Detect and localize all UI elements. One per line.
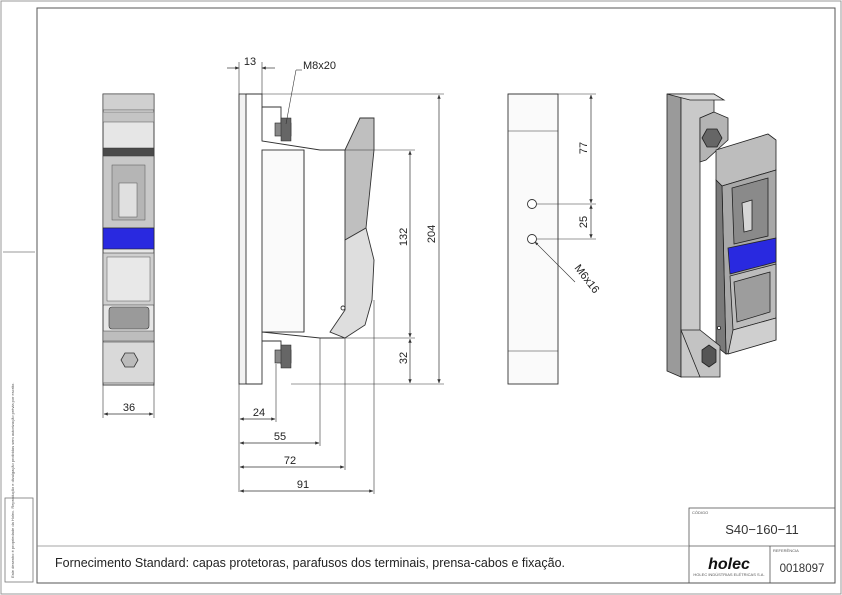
dim-label-25: 25: [578, 216, 590, 228]
ref-label: REFERÊNCIA: [773, 548, 799, 553]
dim-label-screw: M8x20: [303, 60, 336, 72]
part-code: S40−160−11: [725, 522, 799, 537]
side-notice-box: Este desenho é propriedade da Holec. Rep…: [4, 383, 34, 583]
dim-label-24: 24: [253, 407, 265, 419]
dim-height-204: 204: [262, 93, 444, 385]
dim-horizontal-stack: [238, 300, 375, 494]
dim-label-72: 72: [284, 455, 296, 467]
brand-tagline: HOLEC INDÚSTRIAS ELÉTRICAS S.A.: [693, 572, 764, 577]
isometric-view: [666, 93, 777, 378]
hex-nut-icon: [120, 352, 139, 368]
title-block: [37, 507, 836, 584]
dim-front-width: 36: [102, 385, 155, 418]
blue-indicator-band: [102, 227, 155, 250]
dim-label-91: 91: [297, 479, 309, 491]
inner-frame: [36, 7, 836, 584]
front-view: [102, 93, 155, 386]
code-label: CÓDIGO: [692, 510, 708, 515]
dim-label-132: 132: [398, 228, 410, 246]
dim-label-13: 13: [244, 56, 256, 68]
dim-label-32: 32: [398, 352, 410, 364]
dim-label-77: 77: [578, 142, 590, 154]
dim-height-132: 132: [345, 149, 415, 339]
dim-label-55: 55: [274, 431, 286, 443]
holec-logo: holec: [708, 556, 750, 573]
dim-height-32: 32: [398, 338, 412, 384]
dim-label-204: 204: [426, 225, 438, 243]
dim-label-hole: M6x16: [572, 262, 602, 295]
side-view: [238, 93, 375, 385]
dim-top-13: 13: [227, 56, 275, 94]
callout-screw: M8x20: [285, 60, 336, 125]
iso-blue-band: [727, 237, 777, 275]
side-notice: Este desenho é propriedade da Holec. Rep…: [10, 383, 15, 578]
dim-label-36: 36: [123, 402, 135, 414]
reference-number: 0018097: [780, 563, 825, 575]
dim-rear-77: [508, 93, 596, 240]
footer-note: Fornecimento Standard: capas protetoras,…: [55, 556, 565, 570]
